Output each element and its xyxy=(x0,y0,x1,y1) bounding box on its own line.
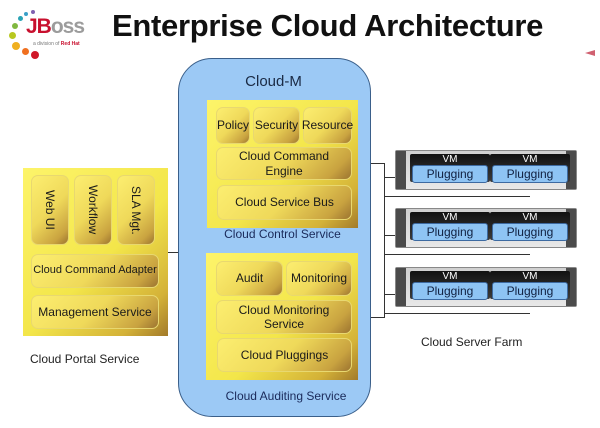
security-module: Security xyxy=(253,107,300,144)
cloud-m-label: Cloud-M xyxy=(245,73,302,90)
connector-line xyxy=(384,313,530,314)
plugging: Plugging xyxy=(492,282,568,300)
cloud-command-engine: Cloud Command Engine xyxy=(216,147,352,180)
resource-module: Resource xyxy=(302,107,353,144)
corner-flag-icon xyxy=(585,50,595,56)
page-title: Enterprise Cloud Architecture xyxy=(112,8,544,43)
audit-module: Audit xyxy=(216,261,283,296)
cloud-monitoring-service: Cloud Monitoring Service xyxy=(216,300,352,334)
connector-line xyxy=(384,196,530,197)
cloud-auditing-service-label: Cloud Auditing Service xyxy=(225,389,347,403)
plugging: Plugging xyxy=(412,282,488,300)
connector-line xyxy=(166,252,180,253)
cloud-pluggings: Cloud Pluggings xyxy=(217,338,352,372)
monitoring-module: Monitoring xyxy=(286,261,352,296)
workflow-module: Workflow xyxy=(74,175,112,245)
cloud-command-adapter: Cloud Command Adapter xyxy=(31,254,159,288)
connector-line xyxy=(384,163,385,318)
plugging: Plugging xyxy=(412,223,488,241)
cloud-control-service-label: Cloud Control Service xyxy=(224,227,341,241)
cloud-portal-service-label: Cloud Portal Service xyxy=(30,352,140,366)
plugging: Plugging xyxy=(492,165,568,183)
jboss-logo: JBoss a division of Red Hat xyxy=(6,10,106,59)
plugging: Plugging xyxy=(492,223,568,241)
plugging: Plugging xyxy=(412,165,488,183)
management-service: Management Service xyxy=(31,295,159,329)
cloud-service-bus: Cloud Service Bus xyxy=(217,185,352,220)
policy-module: Policy xyxy=(216,107,250,144)
connector-line xyxy=(384,254,530,255)
sla-mgt-module: SLA Mgt. xyxy=(117,175,155,245)
web-ui-module: Web UI xyxy=(31,175,69,245)
logo-subtitle: a division of Red Hat xyxy=(33,41,80,47)
cloud-server-farm-label: Cloud Server Farm xyxy=(421,335,523,349)
jboss-wordmark: JBoss xyxy=(26,15,85,38)
